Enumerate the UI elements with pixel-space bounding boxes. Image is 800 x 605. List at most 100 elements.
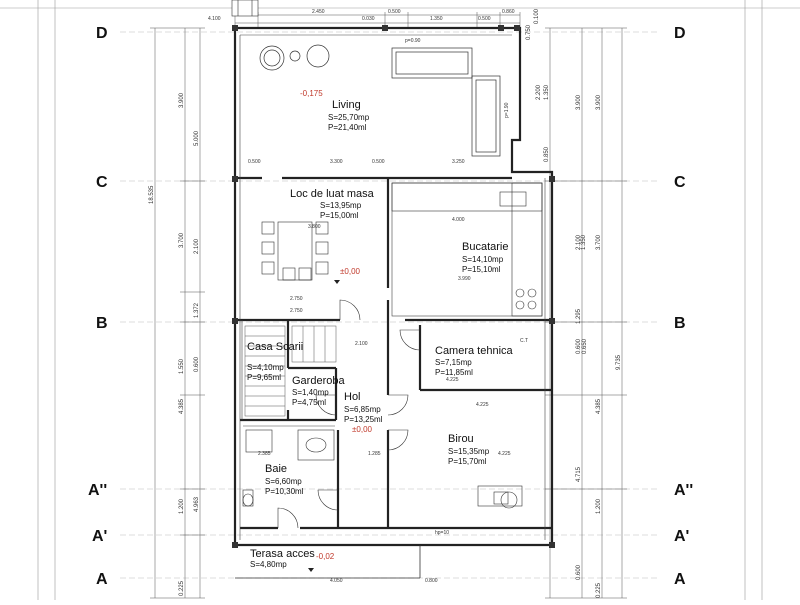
- dim-right-3900b: 3.900: [596, 94, 602, 110]
- room-perim-stairs: P=9,65ml: [247, 373, 281, 382]
- room-name-bath: Baie: [265, 463, 287, 475]
- dim-bottom-w: 0.800: [425, 578, 438, 584]
- level-living: -0,175: [300, 89, 323, 98]
- dim-kitchen-w: 4.000: [452, 217, 465, 223]
- dim-right-4385: 4.385: [596, 398, 602, 414]
- level-arrow-ground: [334, 280, 340, 284]
- room-terrace: Terasa acces S=4,80mp: [250, 548, 315, 569]
- dim-left-2100: 2.100: [194, 238, 200, 254]
- dim-right-1350b: 1.350: [581, 234, 587, 250]
- room-perim-bath: P=10,30ml: [265, 487, 304, 496]
- dim-right-0650: 0.650: [582, 338, 588, 354]
- grid-label-a1-right: A': [674, 528, 689, 545]
- dim-top-a: 2.450: [312, 9, 325, 15]
- label-ct: C.T: [520, 338, 528, 344]
- dim-top-e: 0.500: [478, 16, 491, 22]
- dim-living-w1: 3.300: [330, 159, 343, 165]
- dim-top-c: 0.500: [388, 9, 401, 15]
- grid-label-a-left: A: [96, 571, 108, 588]
- dim-left-18535: 18.535: [149, 185, 155, 204]
- grid-labels-right: D C B A'' A' A: [674, 25, 693, 588]
- dim-left-0225: 0.225: [179, 580, 185, 596]
- grid-label-a2-right: A'': [674, 482, 693, 499]
- level-markers: -0,175 ±0,00 ±0,00 -0,02: [300, 89, 373, 572]
- dim-bath-w: 2.385: [258, 451, 271, 457]
- dim-right-0600: 0.600: [576, 338, 582, 354]
- dim-top-d: 1.350: [430, 16, 443, 22]
- dim-hall-w: 2.100: [355, 341, 368, 347]
- office-desk: [477, 485, 523, 509]
- room-area-wardrobe: S=1,40mp: [292, 388, 329, 397]
- dim-living-s1: 0.500: [248, 159, 261, 165]
- grid-labels-left: D C B A'' A' A: [88, 25, 108, 588]
- dim-left-0600: 0.600: [194, 356, 200, 372]
- armchairs: [259, 44, 330, 71]
- top-dimension-chain: [234, 12, 521, 27]
- room-kitchen: Bucatarie S=14,10mp P=15,10ml: [462, 241, 508, 274]
- room-hall: Hol S=6,85mp P=13,25ml: [344, 391, 383, 424]
- room-name-dining: Loc de luat masa: [290, 188, 375, 200]
- dim-dining-w3: 2.750: [290, 308, 303, 314]
- walls: [233, 26, 554, 547]
- room-area-dining: S=13,95mp: [320, 201, 362, 210]
- level-terrace: -0,02: [316, 552, 335, 561]
- dim-left-1372: 1.372: [194, 302, 200, 318]
- left-dimension-chains: [150, 27, 205, 599]
- terrace-edge: [235, 545, 421, 579]
- room-name-tech: Camera tehnica: [435, 345, 514, 357]
- level-hall: ±0,00: [352, 425, 373, 434]
- dim-right-1295: 1.295: [576, 308, 582, 324]
- dim-right-0850: 0.850: [544, 146, 550, 162]
- room-perim-office: P=15,70ml: [448, 457, 487, 466]
- grid-label-b-right: B: [674, 315, 686, 332]
- grid-label-d-right: D: [674, 25, 686, 42]
- room-office: Birou S=15,35mp P=15,70ml: [448, 433, 490, 466]
- dim-living-w2: 3.250: [452, 159, 465, 165]
- room-dining: Loc de luat masa S=13,95mp P=15,00ml: [290, 188, 375, 220]
- room-area-terrace: S=4,80mp: [250, 560, 287, 569]
- dim-top-f: 0.860: [502, 9, 515, 15]
- level-ground: ±0,00: [340, 267, 361, 276]
- room-living: Living S=25,70mp P=21,40ml: [328, 99, 370, 132]
- room-name-stairs: Casa Scarii: [247, 341, 303, 353]
- dim-left-1200: 1.200: [179, 498, 185, 514]
- dim-p190: p=1.90: [504, 102, 510, 118]
- dim-tech-w: 4.225: [446, 377, 459, 383]
- dim-right-0600b: 0.600: [576, 564, 582, 580]
- dim-dining-w: 3.800: [308, 224, 321, 230]
- kitchen-counter: [391, 182, 543, 317]
- dim-top-b: 0.030: [362, 16, 375, 22]
- room-area-stairs: S=4,10mp: [247, 363, 284, 372]
- dim-left-1550: 1.550: [179, 358, 185, 374]
- room-area-living: S=25,70mp: [328, 113, 370, 122]
- dim-right-0225: 0.225: [596, 582, 602, 598]
- room-bath: Baie S=6,60mp P=10,30ml: [265, 463, 304, 496]
- dim-right-9735: 9.735: [616, 354, 622, 370]
- room-wardrobe: Garderoba S=1,40mp P=4,75ml: [292, 375, 345, 407]
- dining-table: [261, 221, 329, 281]
- grid-label-a1-left: A': [92, 528, 107, 545]
- dim-right-3700: 3.700: [596, 234, 602, 250]
- doors: [277, 299, 421, 529]
- dim-right-0750: 0.750: [526, 24, 532, 40]
- sofa: [391, 47, 501, 157]
- dim-right-2100: 2.100: [576, 234, 582, 250]
- room-stairs: Casa Scarii S=4,10mp P=9,65ml: [247, 341, 303, 382]
- grid-label-d-left: D: [96, 25, 108, 42]
- room-name-wardrobe: Garderoba: [292, 375, 345, 387]
- dim-kitchen-w2: 3.990: [458, 276, 471, 282]
- dim-office-w: 4.225: [476, 402, 489, 408]
- right-dimension-chains: [545, 27, 627, 599]
- grid-axis-lines: [120, 31, 660, 579]
- bath-fixtures: [242, 429, 335, 507]
- grid-label-a-right: A: [674, 571, 686, 588]
- room-tech: Camera tehnica S=7,15mp P=11,85ml: [435, 345, 514, 377]
- room-name-hall: Hol: [344, 391, 361, 403]
- dim-right-4715: 4.715: [576, 466, 582, 482]
- room-perim-living: P=21,40ml: [328, 123, 367, 132]
- room-perim-wardrobe: P=4,75ml: [292, 398, 326, 407]
- dim-hp: hp=10: [435, 530, 449, 536]
